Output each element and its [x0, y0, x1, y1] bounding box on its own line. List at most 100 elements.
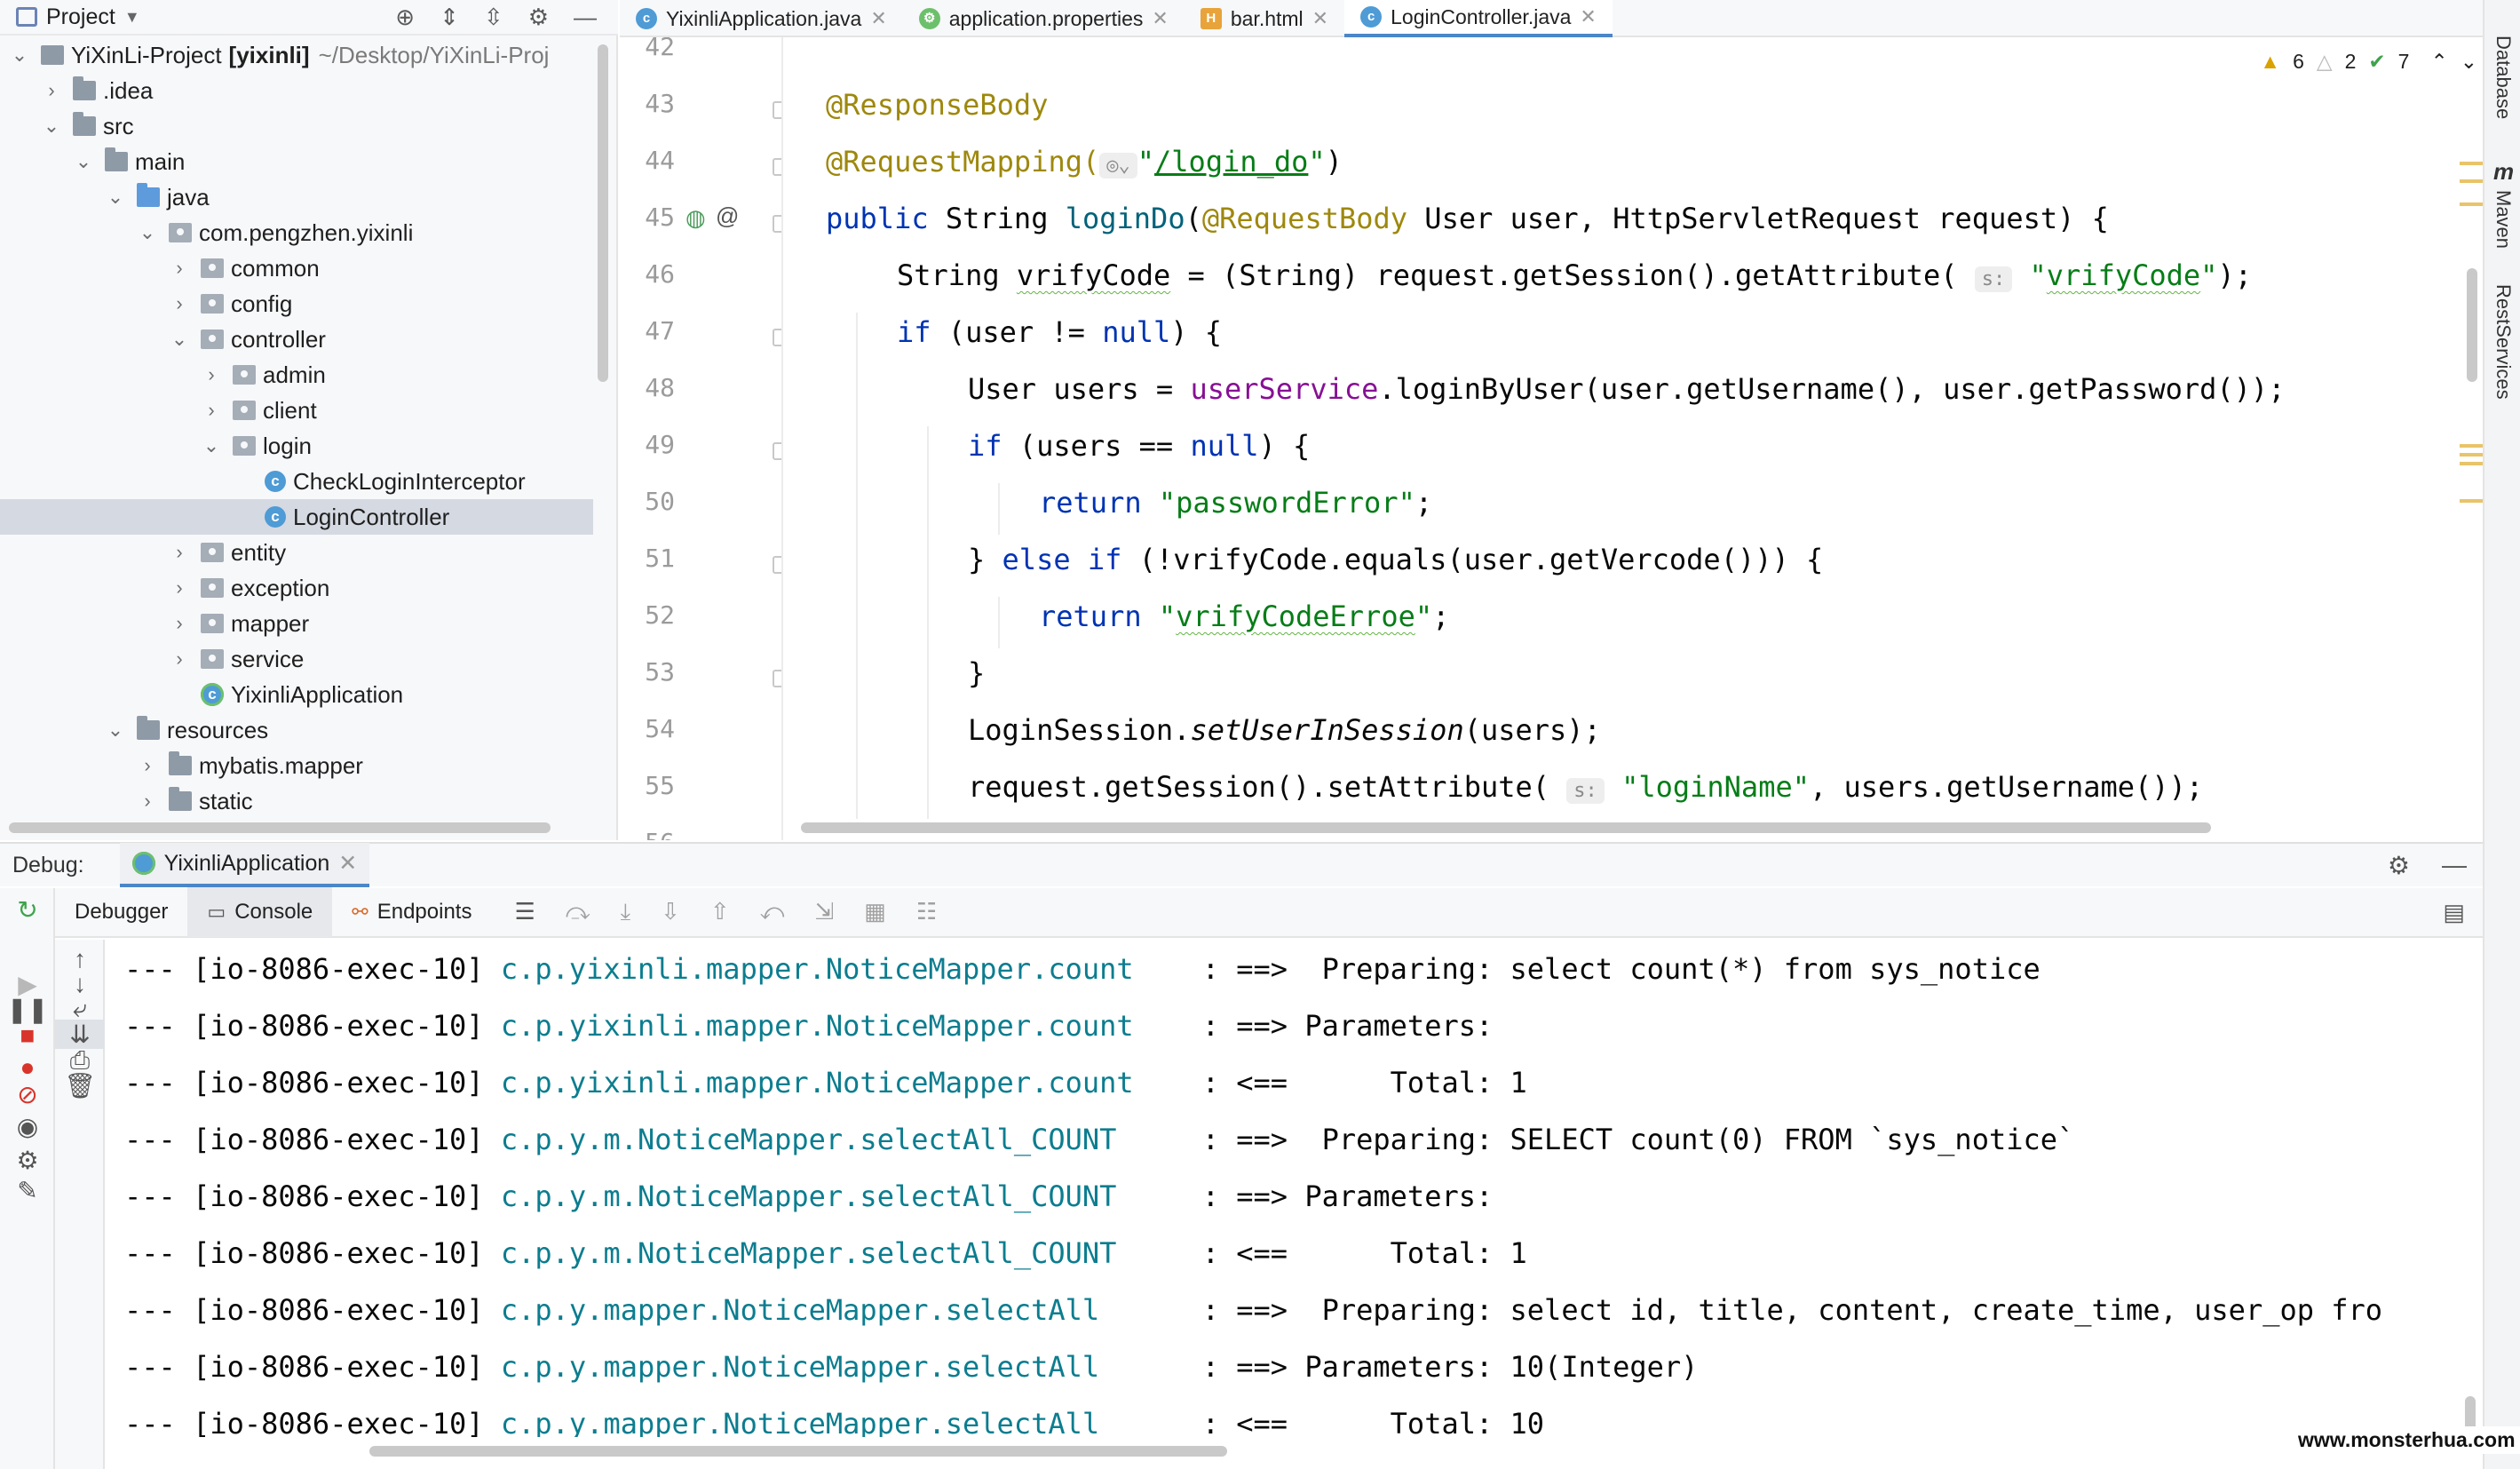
chevron-right-icon[interactable]: › [176, 576, 183, 599]
chevron-down-icon[interactable]: ⌄ [139, 221, 156, 243]
close-icon[interactable]: ✕ [1580, 5, 1597, 28]
fold-marker-icon[interactable] [773, 329, 781, 346]
chevron-down-icon[interactable]: ⌄ [107, 186, 124, 208]
debug-tab[interactable]: ▭Console [187, 887, 333, 937]
chevron-down-icon[interactable]: ⌄ [75, 150, 92, 172]
previous-highlight-icon[interactable]: ⌃ [2430, 50, 2448, 73]
show-execution-point-icon[interactable]: ⤼ [565, 898, 590, 925]
pause-icon[interactable]: ❚❚ [6, 996, 49, 1023]
console-line[interactable]: --- [io-8086-exec-10] c.p.y.m.NoticeMapp… [124, 1227, 1527, 1279]
gear-icon[interactable]: ⚙ [16, 1147, 39, 1174]
database-tool-button[interactable]: Database [2492, 36, 2515, 120]
collapse-all-icon[interactable]: ⇳ [483, 3, 503, 30]
hide-panel-icon[interactable]: — [574, 3, 597, 30]
project-view-selector[interactable]: Project ▼ [0, 4, 140, 30]
camera-icon[interactable]: ◉ [16, 1113, 39, 1140]
console-line[interactable]: --- [io-8086-exec-10] c.p.y.mapper.Notic… [124, 1341, 1698, 1393]
step-over-icon[interactable]: ⤓ [620, 898, 631, 925]
debug-tab[interactable]: ⚯Endpoints [332, 887, 491, 937]
tree-item[interactable]: ⌄src [0, 108, 593, 144]
tree-item[interactable]: ⌄main [0, 144, 593, 179]
down-arrow-icon[interactable]: ↓ [74, 970, 86, 997]
step-out-icon[interactable]: ⇧ [709, 898, 730, 925]
error-stripe-marker[interactable] [2460, 444, 2483, 448]
chevron-down-icon[interactable]: ⌄ [107, 719, 124, 741]
code-editor[interactable]: @ResponseBody@RequestMapping(◎⌄"/login_d… [785, 37, 2458, 819]
next-highlight-icon[interactable]: ⌄ [2460, 50, 2477, 73]
chevron-right-icon[interactable]: › [176, 292, 183, 314]
error-stripe-marker[interactable] [2460, 462, 2483, 465]
error-stripe-marker[interactable] [2460, 179, 2483, 183]
close-icon[interactable]: ✕ [338, 851, 358, 876]
code-line[interactable]: @RequestMapping(◎⌄"/login_do") [826, 136, 1343, 187]
code-line[interactable]: return "vrifyCodeErroe"; [1039, 591, 1449, 642]
tree-item[interactable]: ⌄com.pengzhen.yixinli [0, 215, 593, 250]
console-horizontal-scrollbar[interactable] [369, 1446, 1227, 1457]
tree-item[interactable]: ›config [0, 286, 593, 322]
code-line[interactable]: return "passwordError"; [1039, 477, 1432, 528]
scroll-to-end-icon[interactable]: ⇊ [55, 1020, 105, 1049]
locate-file-icon[interactable]: ⊕ [395, 3, 416, 30]
fold-marker-icon[interactable] [773, 101, 781, 119]
console-output[interactable]: --- [io-8086-exec-10] c.p.yixinli.mapper… [107, 940, 2465, 1437]
rest-services-tool-button[interactable]: RestServices [2492, 284, 2515, 400]
fold-marker-icon[interactable] [773, 442, 781, 460]
menu-icon[interactable]: ☰ [514, 898, 535, 925]
code-line[interactable]: String vrifyCode = (String) request.getS… [897, 250, 2252, 301]
evaluate-expression-icon[interactable]: ▦ [864, 898, 886, 925]
project-tree-vertical-scrollbar[interactable] [598, 44, 608, 382]
console-line[interactable]: --- [io-8086-exec-10] c.p.yixinli.mapper… [124, 1057, 1527, 1108]
code-line[interactable]: } else if (!vrifyCode.equals(user.getVer… [968, 534, 1823, 585]
chevron-down-icon[interactable]: ⌄ [202, 434, 220, 457]
gear-icon[interactable]: ⚙ [527, 3, 549, 30]
tree-item[interactable]: ›service [0, 641, 593, 677]
tree-item[interactable]: ›mybatis.mapper [0, 748, 593, 783]
code-line[interactable]: LoginSession.setUserInSession(users); [968, 704, 1601, 756]
code-line[interactable]: } [968, 647, 985, 699]
console-line[interactable]: --- [io-8086-exec-10] c.p.y.mapper.Notic… [124, 1284, 2382, 1336]
fold-marker-icon[interactable] [773, 556, 781, 574]
tree-item[interactable]: ›.idea [0, 73, 593, 108]
error-stripe-marker[interactable] [2460, 202, 2483, 206]
code-line[interactable]: public String loginDo(@RequestBody User … [826, 193, 2109, 244]
fold-marker-icon[interactable] [773, 158, 781, 176]
tree-item[interactable]: ⌄controller [0, 322, 593, 357]
up-arrow-icon[interactable]: ↑ [74, 945, 86, 973]
chevron-right-icon[interactable]: › [208, 399, 215, 421]
code-line[interactable]: if (user != null) { [897, 306, 1222, 358]
fold-marker-icon[interactable] [773, 670, 781, 687]
close-icon[interactable]: ✕ [870, 7, 887, 29]
error-stripe-marker[interactable] [2460, 453, 2483, 457]
console-line[interactable]: --- [io-8086-exec-10] c.p.yixinli.mapper… [124, 943, 2041, 995]
chevron-down-icon[interactable]: ⌄ [170, 328, 188, 350]
code-line[interactable]: if (users == null) { [968, 420, 1310, 472]
console-line[interactable]: --- [io-8086-exec-10] c.p.y.m.NoticeMapp… [124, 1114, 2074, 1165]
editor-horizontal-scrollbar[interactable] [801, 822, 2211, 833]
fold-marker-icon[interactable] [773, 215, 781, 233]
error-stripe-marker[interactable] [2460, 162, 2483, 165]
chevron-right-icon[interactable]: › [208, 363, 215, 385]
project-tree-horizontal-scrollbar[interactable] [9, 822, 551, 833]
drop-frame-icon[interactable]: ⤺ [759, 898, 785, 925]
error-stripe-marker[interactable] [2460, 499, 2483, 503]
console-line[interactable]: --- [io-8086-exec-10] c.p.yixinli.mapper… [124, 1000, 1510, 1052]
inspection-widget[interactable]: ▲ 6 △ 2 ✔ 7 ⌃ ⌄ [2260, 50, 2477, 74]
layout-settings-icon[interactable]: ▤ [2443, 898, 2465, 925]
trash-icon[interactable]: 🗑 [64, 1072, 96, 1100]
chevron-right-icon[interactable]: › [48, 79, 55, 101]
trace-icon[interactable]: ☷ [915, 898, 938, 925]
tree-item[interactable]: ›mapper [0, 606, 593, 641]
gear-icon[interactable]: ⚙ [2387, 851, 2410, 879]
expand-all-icon[interactable]: ⇕ [440, 3, 459, 30]
close-icon[interactable]: ✕ [1152, 7, 1169, 29]
stop-icon[interactable]: ■ [20, 1021, 36, 1049]
console-line[interactable]: --- [io-8086-exec-10] c.p.y.m.NoticeMapp… [124, 1171, 1510, 1222]
chevron-right-icon[interactable]: › [176, 647, 183, 670]
mute-breakpoints-icon[interactable]: ⊘ [17, 1081, 38, 1108]
pin-icon[interactable]: ✎ [17, 1177, 38, 1204]
console-line[interactable]: --- [io-8086-exec-10] c.p.y.mapper.Notic… [124, 1398, 1544, 1437]
tree-item[interactable]: ›common [0, 250, 593, 286]
